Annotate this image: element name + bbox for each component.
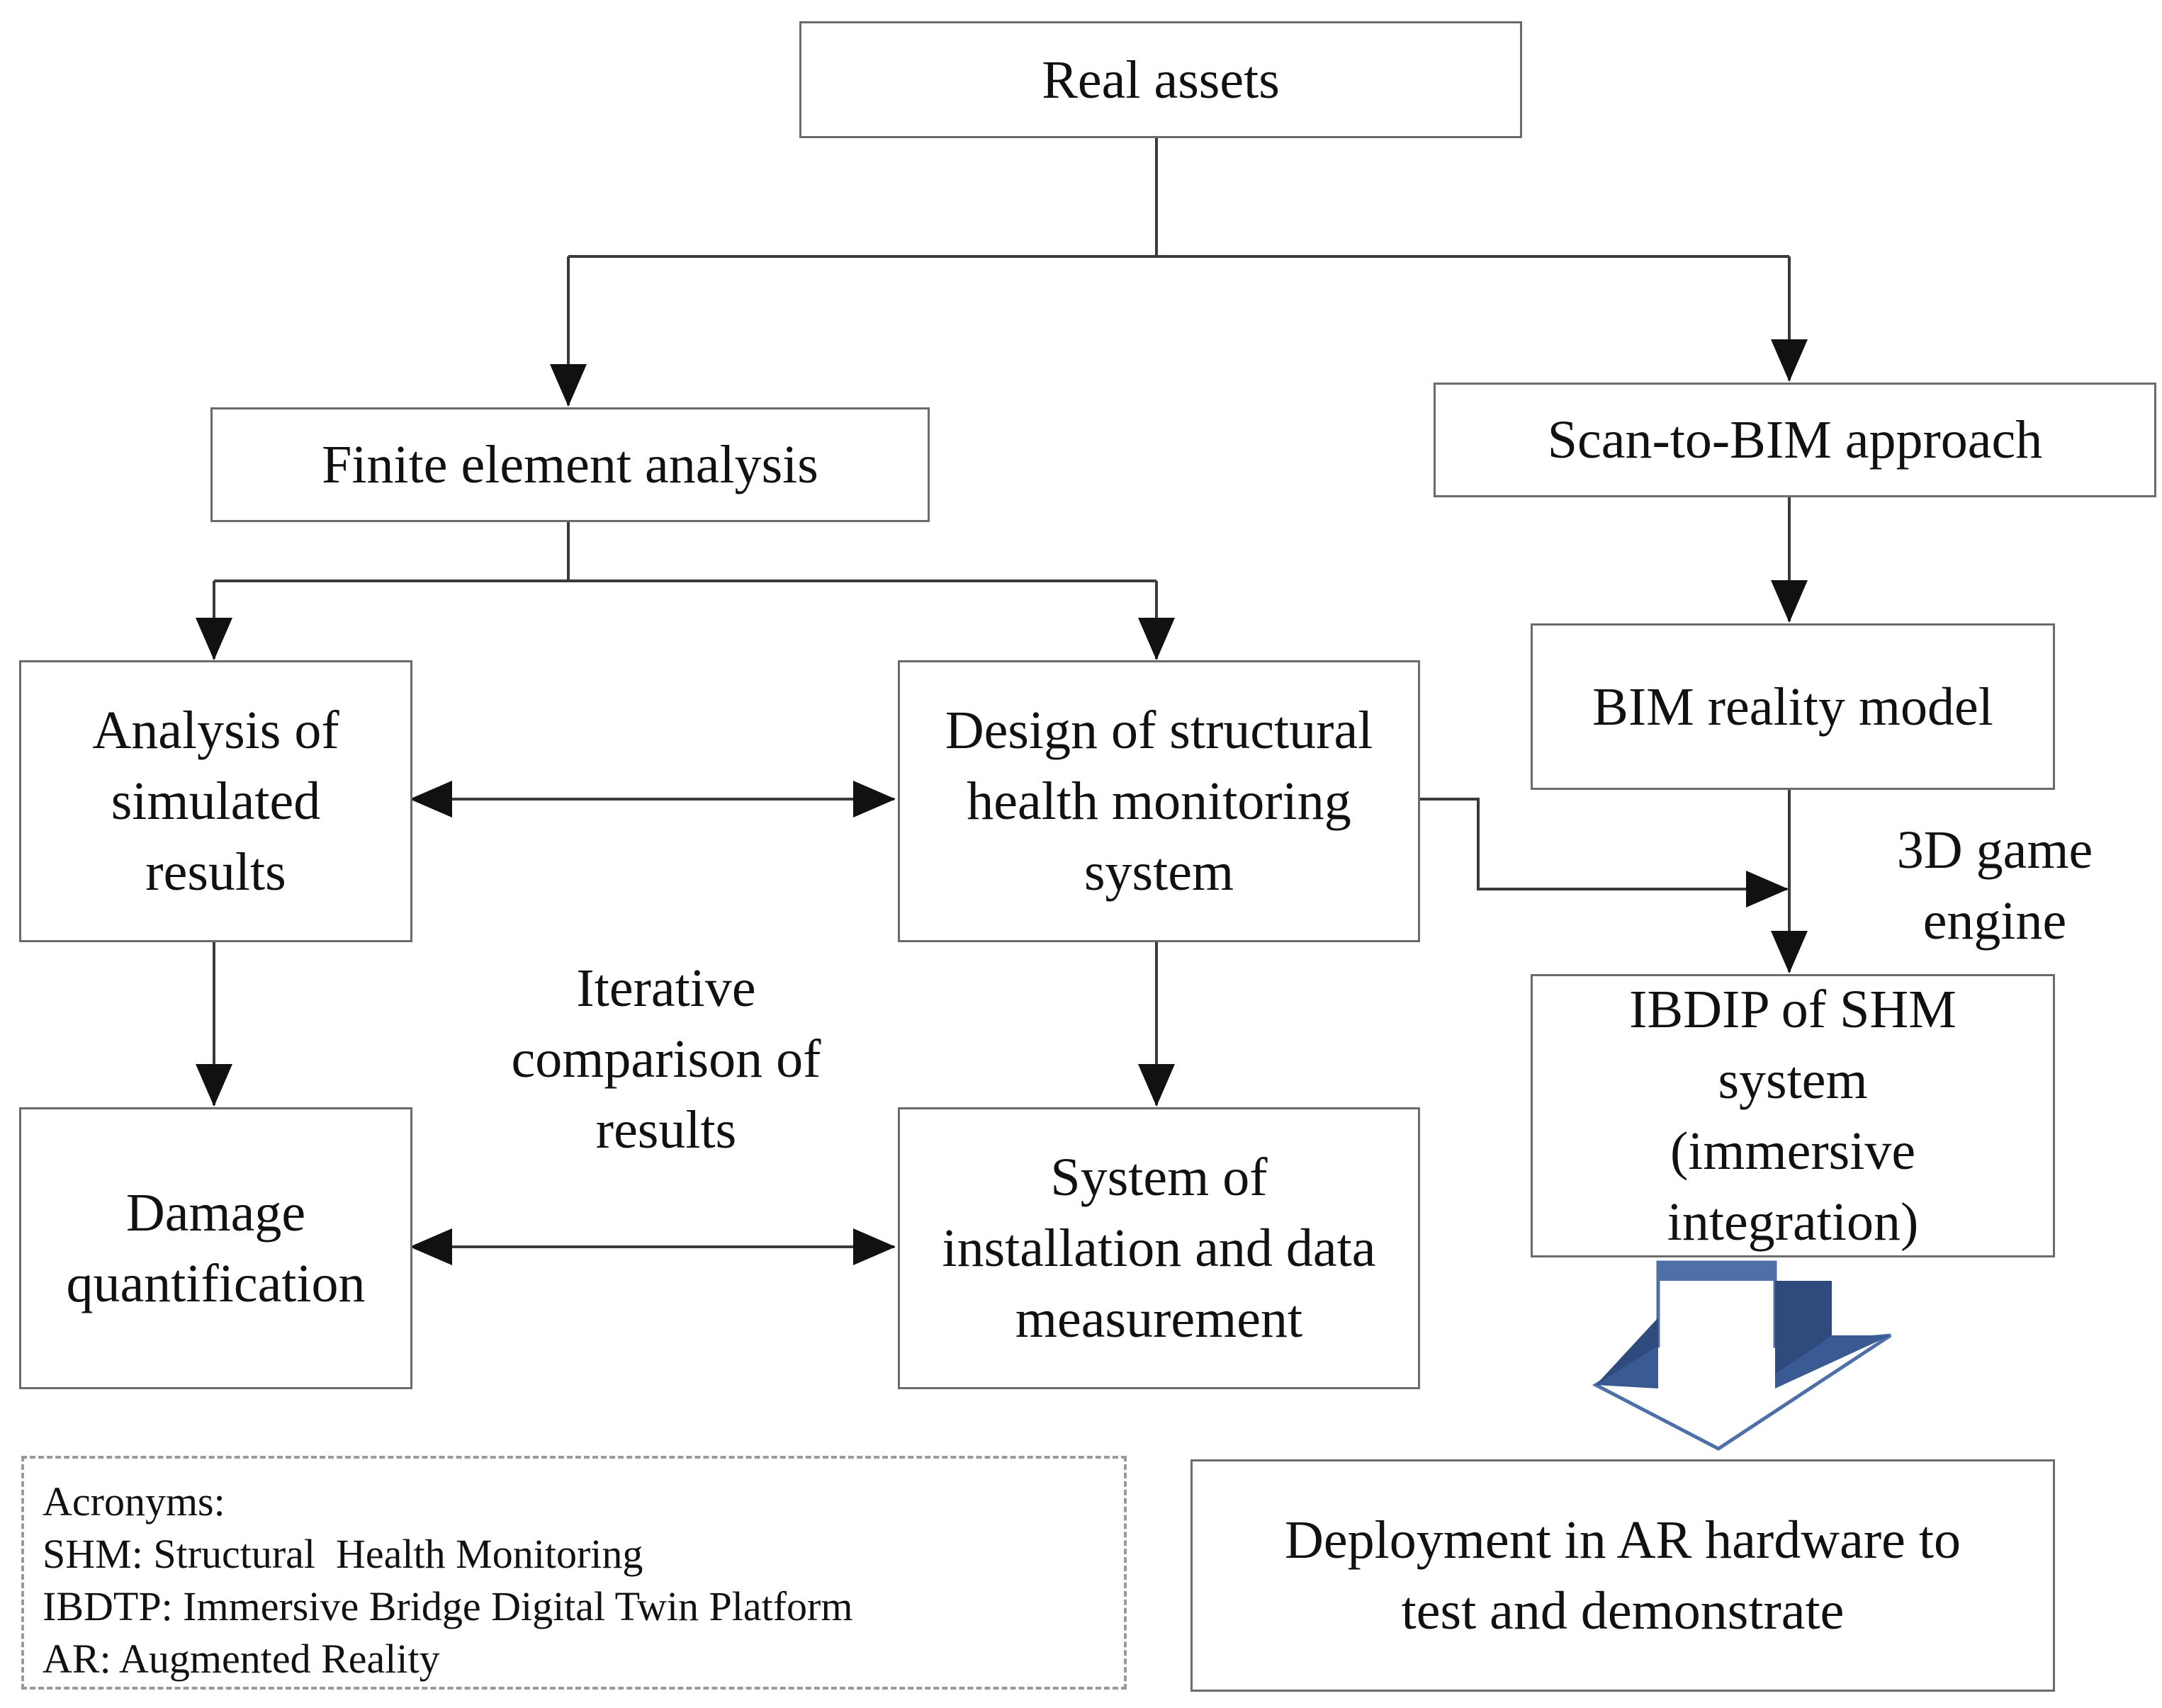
installation-node: System of installation and data measurem… [898, 1107, 1420, 1389]
ibdip-node: IBDIP of SHM system (immersive integrati… [1531, 974, 2055, 1257]
legend-item-shm: SHM: Structural Health Monitoring [43, 1531, 643, 1577]
acronyms-legend: Acronyms: SHM: Structural Health Monitor… [21, 1456, 1127, 1690]
analysis-node: Analysis of simulated results [19, 660, 412, 942]
deployment-label: Deployment in AR hardware to test and de… [1284, 1510, 1961, 1641]
ibdip-label: IBDIP of SHM system (immersive integrati… [1629, 980, 1957, 1252]
legend-item-ibdtp: IBDTP: Immersive Bridge Digital Twin Pla… [43, 1583, 853, 1629]
bim-model-label: BIM reality model [1592, 677, 1993, 737]
damage-node: Damage quantification [19, 1107, 412, 1389]
real-assets-label: Real assets [1042, 50, 1280, 110]
arrow-design-to-engine [1419, 798, 1789, 907]
analysis-label: Analysis of simulated results [92, 701, 339, 902]
big-down-arrow-icon [1592, 1260, 1892, 1451]
deployment-node: Deployment in AR hardware to test and de… [1190, 1459, 2055, 1692]
game-engine-label: 3D game engine [1896, 820, 2093, 951]
damage-label: Damage quantification [66, 1183, 366, 1313]
connector-real-assets-split [568, 138, 1789, 258]
design-shm-node: Design of structural health monitoring s… [898, 660, 1420, 942]
legend-item-ar: AR: Augmented Reality [43, 1636, 440, 1682]
scan-to-bim-node: Scan-to-BIM approach [1434, 383, 2156, 497]
connector-fea-split [214, 522, 1156, 582]
fea-node: Finite element analysis [210, 407, 930, 522]
iterative-comparison-label: Iterative comparison of results [511, 958, 821, 1160]
legend-title: Acronyms: [43, 1478, 225, 1525]
bim-model-node: BIM reality model [1531, 623, 2055, 790]
fea-label: Finite element analysis [322, 435, 818, 494]
design-shm-label: Design of structural health monitoring s… [945, 701, 1373, 902]
installation-label: System of installation and data measurem… [942, 1148, 1376, 1349]
real-assets-node: Real assets [799, 21, 1522, 138]
scan-to-bim-label: Scan-to-BIM approach [1547, 410, 2043, 470]
